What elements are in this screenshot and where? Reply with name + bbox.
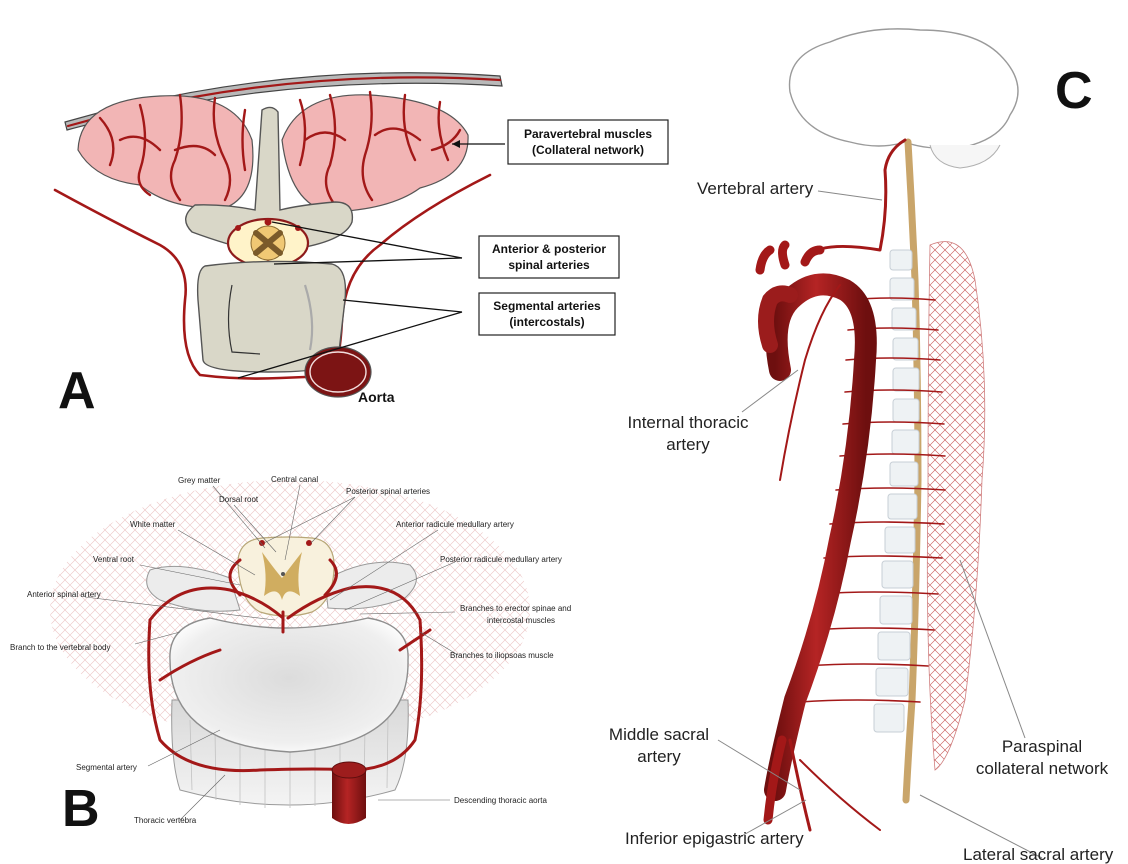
brain-outline: [790, 29, 1019, 149]
label-internal-thoracic-2: artery: [666, 435, 710, 454]
label-vertebral-body-branch: Branch to the vertebral body: [10, 643, 111, 652]
panel-b: Grey matter Central canal Dorsal root Po…: [10, 475, 571, 838]
label-thoracic-vertebra: Thoracic vertebra: [134, 816, 197, 825]
label-erector-spinae-1: Branches to erector spinae and: [460, 604, 571, 613]
box-spinal-arteries-line2: spinal arteries: [508, 258, 590, 272]
label-paraspinal-1: Paraspinal: [1002, 737, 1082, 756]
label-erector-spinae-2: intercostal muscles: [487, 616, 555, 625]
panel-a: Aorta Paravertebral muscles (Collateral …: [55, 73, 668, 420]
label-lateral-sacral: Lateral sacral artery: [963, 845, 1114, 864]
label-internal-thoracic-1: Internal thoracic: [628, 413, 749, 432]
label-white-matter: White matter: [130, 520, 176, 529]
label-vertebral-artery: Vertebral artery: [697, 179, 814, 198]
label-anterior-radicule: Anterior radicule medullary artery: [396, 520, 514, 529]
label-paraspinal-2: collateral network: [976, 759, 1109, 778]
label-iliopsoas: Branches to iliopsoas muscle: [450, 651, 554, 660]
panel-a-letter: A: [58, 362, 96, 420]
paraspinal-network: [927, 242, 984, 770]
label-central-canal: Central canal: [271, 475, 318, 484]
box-segmental-line1: Segmental arteries: [493, 299, 601, 313]
aorta-label: Aorta: [358, 389, 395, 405]
label-inferior-epigastric: Inferior epigastric artery: [625, 829, 804, 848]
box-paravertebral-line2: (Collateral network): [532, 143, 644, 157]
label-ventral-root: Ventral root: [93, 555, 135, 564]
label-dorsal-root: Dorsal root: [219, 495, 259, 504]
label-middle-sacral-1: Middle sacral: [609, 725, 709, 744]
label-middle-sacral-2: artery: [637, 747, 681, 766]
label-descending-aorta: Descending thoracic aorta: [454, 796, 547, 805]
right-paravertebral-muscle: [282, 95, 468, 212]
left-paravertebral-muscle: [78, 96, 253, 208]
box-paravertebral-line1: Paravertebral muscles: [524, 127, 652, 141]
label-posterior-spinal-arteries: Posterior spinal arteries: [346, 487, 430, 496]
label-posterior-radicule: Posterior radicule medullary artery: [440, 555, 562, 564]
label-segmental-artery: Segmental artery: [76, 763, 137, 772]
label-anterior-spinal-artery: Anterior spinal artery: [27, 590, 101, 599]
panel-c-letter: C: [1055, 62, 1093, 120]
panel-c: Vertebral artery Internal thoracic arter…: [609, 29, 1114, 864]
label-grey-matter: Grey matter: [178, 476, 221, 485]
box-segmental-line2: (intercostals): [509, 315, 584, 329]
box-spinal-arteries-line1: Anterior & posterior: [492, 242, 606, 256]
panel-b-letter: B: [62, 780, 100, 838]
